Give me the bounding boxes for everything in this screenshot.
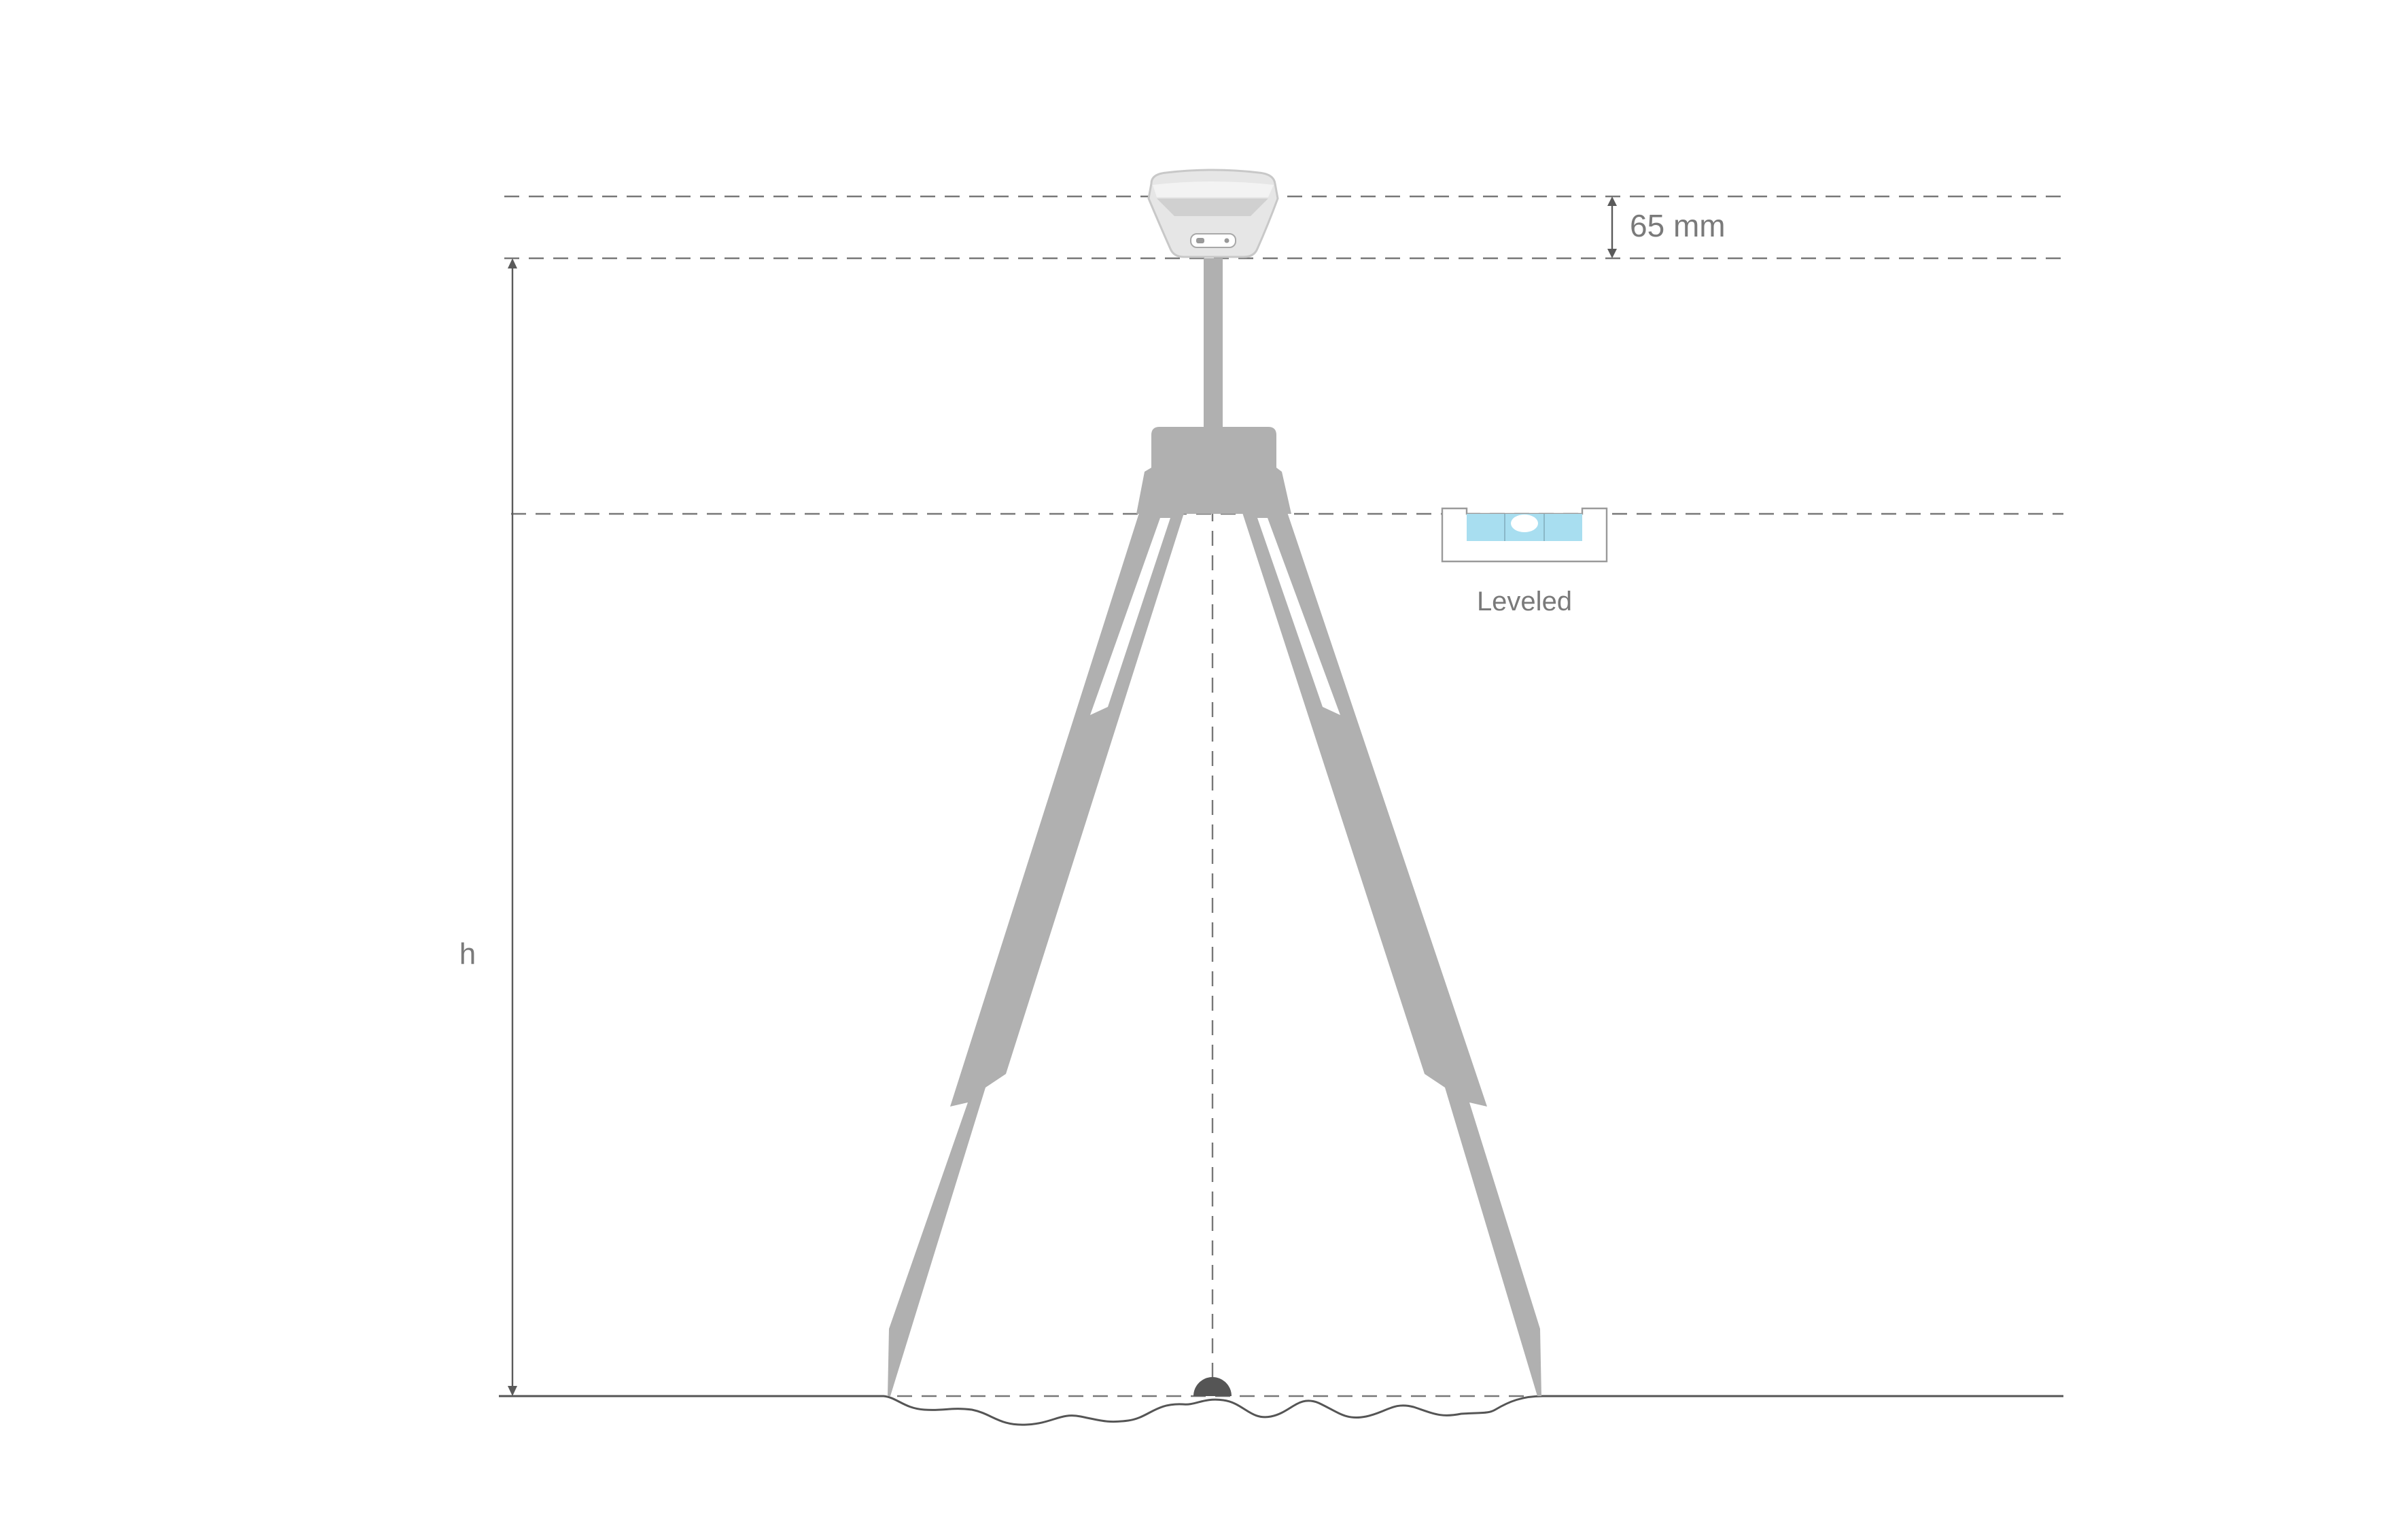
tripod-right-leg-slot: [1257, 518, 1340, 715]
tripod-right-leg: [1238, 500, 1541, 1396]
antenna-offset-label: 65 mm: [1630, 208, 1726, 243]
height-label: h: [459, 937, 476, 971]
survey-marker-icon: [1193, 1377, 1232, 1396]
tripod-left-leg: [888, 500, 1188, 1396]
range-pole: [1204, 258, 1223, 428]
tripod: [888, 258, 1541, 1396]
tripod-left-leg-slot: [1090, 518, 1170, 715]
reference-lines: [504, 195, 2063, 1397]
tripod-head: [1136, 427, 1291, 514]
antenna-offset-dimension: 65 mm: [1607, 196, 1726, 258]
ground-line: [499, 1395, 2063, 1426]
bubble-level-icon: Leveled: [1441, 507, 1608, 616]
gnss-receiver-icon: [1147, 169, 1279, 258]
level-status-label: Leveled: [1477, 587, 1572, 616]
height-dimension: h: [459, 258, 517, 1396]
ground: [499, 1377, 2063, 1426]
